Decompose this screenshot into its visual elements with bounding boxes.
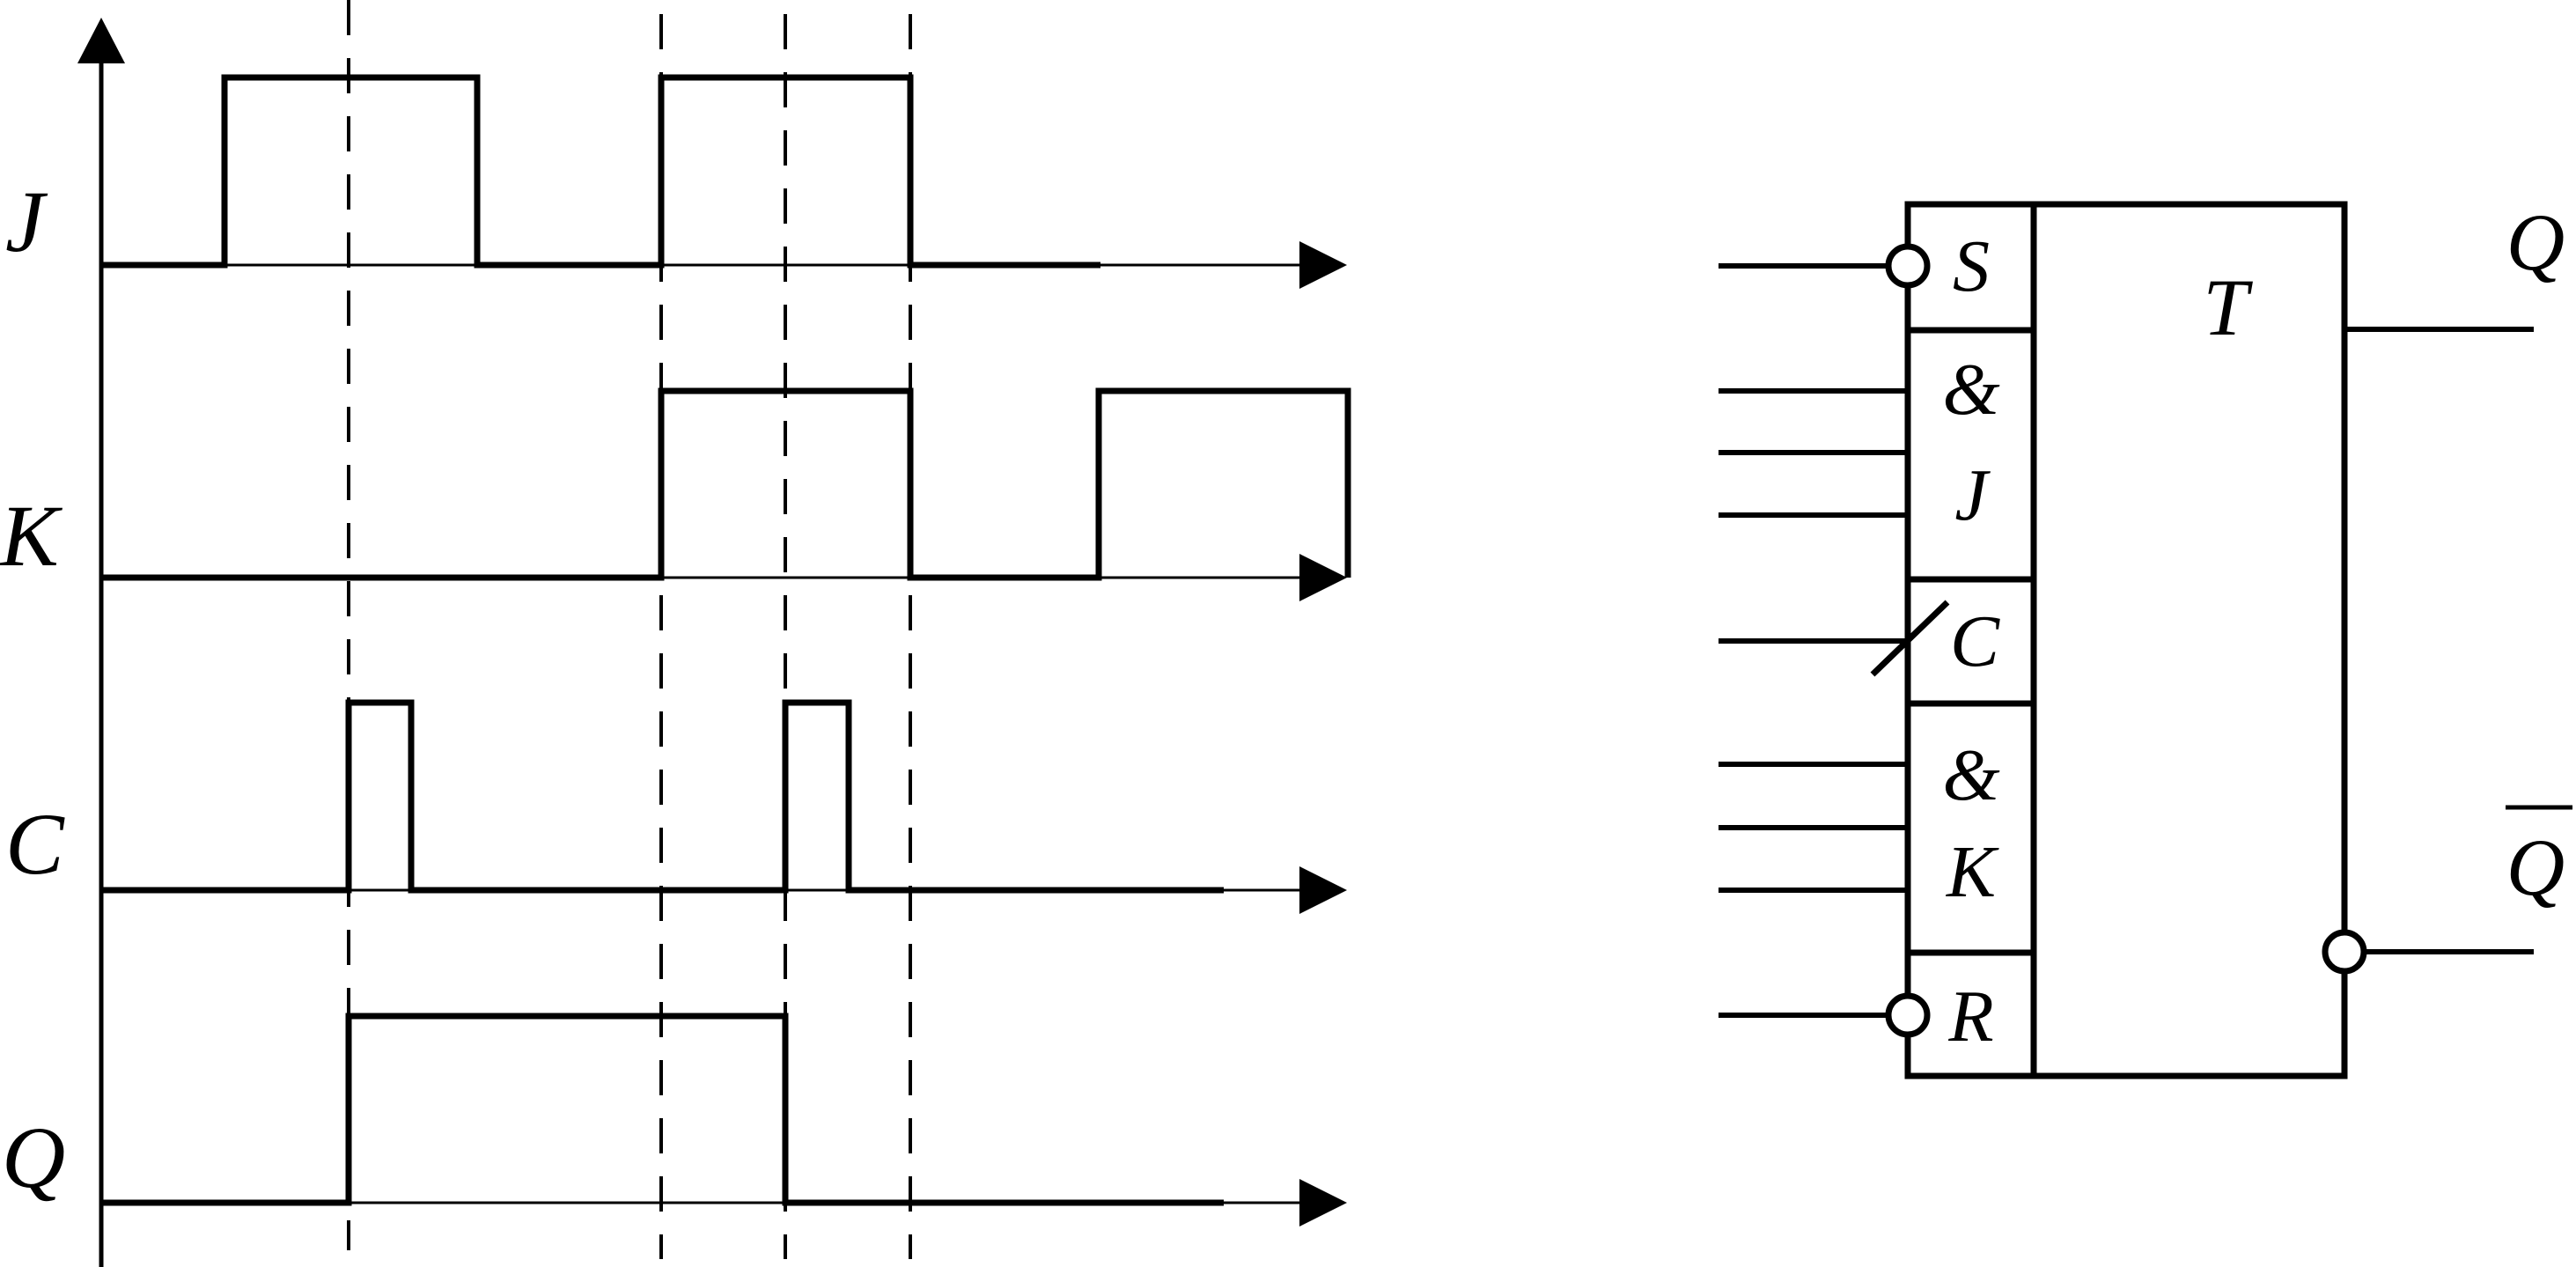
signal-j xyxy=(101,74,1347,289)
inversion-bubble-r xyxy=(1885,992,1931,1038)
inversion-bubble-s xyxy=(1885,243,1931,289)
signal-k-axis-arrow xyxy=(1299,554,1347,601)
signal-q xyxy=(101,1013,1347,1226)
inversion-bubble-q-inverted xyxy=(2322,929,2367,975)
cell-label-r: R xyxy=(1947,976,1993,1057)
signal-c-axis-arrow xyxy=(1299,866,1347,914)
cell-label-and-k: & xyxy=(1942,734,2000,816)
cell-label-and-j: & xyxy=(1942,349,2000,431)
cell-label-j: J xyxy=(1954,454,1991,536)
signal-k xyxy=(101,387,1351,601)
flipflop-labels: S & J C & K R T Q Q xyxy=(1942,197,2565,1057)
signal-label-c: C xyxy=(5,795,65,893)
flipflop-symbol xyxy=(1719,201,2572,1079)
output-label-q: Q xyxy=(2506,197,2565,287)
signal-label-q: Q xyxy=(2,1109,65,1206)
signal-j-waveform xyxy=(101,74,1100,269)
output-label-q-inverted: Q xyxy=(2506,822,2565,912)
cell-label-k: K xyxy=(1946,831,1999,913)
timing-diagram: J K C Q xyxy=(0,0,1351,1267)
vertical-axis-arrow xyxy=(77,18,125,63)
dynamic-clock-indicator xyxy=(1870,600,1950,677)
signal-label-k: K xyxy=(0,487,63,585)
time-markers xyxy=(347,0,912,1259)
cell-label-s: S xyxy=(1953,225,1990,307)
cell-label-c: C xyxy=(1950,600,2000,682)
signal-k-waveform xyxy=(101,387,1351,581)
signal-c xyxy=(101,699,1347,914)
flipflop-type-label: T xyxy=(2203,262,2253,352)
signal-c-waveform xyxy=(101,699,1224,894)
signal-label-j: J xyxy=(5,173,48,270)
signal-q-waveform xyxy=(101,1013,1224,1206)
signal-q-axis-arrow xyxy=(1299,1179,1347,1226)
signal-j-axis-arrow xyxy=(1299,241,1347,289)
